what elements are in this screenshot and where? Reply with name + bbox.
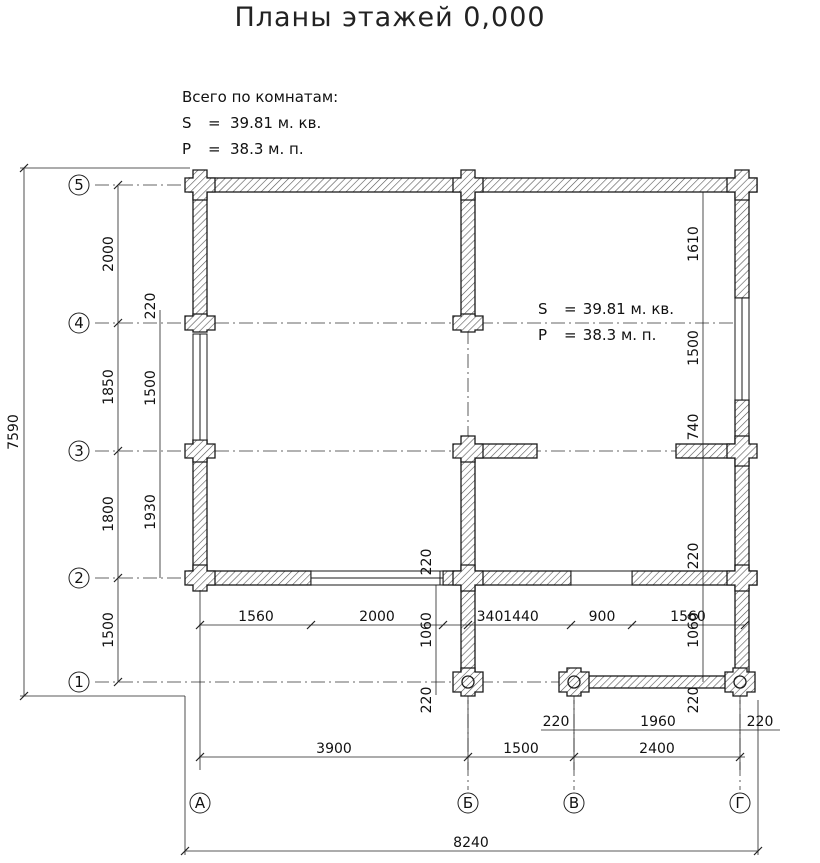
drawing-title: Планы этажей 0,000 [234,2,546,33]
axis-circle-a [189,792,211,814]
room-perimeter-value: 38.3 м. п. [582,326,657,344]
dim-right-1500: 1500 [686,330,702,366]
axis-label-row-3: 3 [74,442,84,460]
windows [192,297,750,586]
totals-area-row: S=39.81 м. кв. [182,110,338,136]
dimension-lines [20,167,780,855]
dimension-labels: 7590 2000 1850 1800 1500 220 1500 1930 1… [6,226,773,851]
dim-bottom-1560-left: 1560 [238,609,274,625]
axis-circle-3 [68,440,90,462]
dim-porch-220-right: 220 [686,687,702,714]
dim-right-1610: 1610 [686,226,702,262]
axis-circle-g [729,792,751,814]
totals-block: Всего по комнатам: S=39.81 м. кв. P=38.3… [182,84,338,162]
joint-b2 [452,564,484,592]
dim-bottom-1440: 1440 [503,609,539,625]
dim-bottom-340: 340 [477,609,504,625]
dim-right-740: 740 [686,414,702,441]
dim-axis-2400: 2400 [639,741,675,757]
dim-left-1800: 1800 [101,496,117,532]
axis-label-row-5: 5 [74,176,84,194]
joint-a3 [184,439,216,463]
totals-area-label: S [182,114,192,132]
joint-a4 [184,313,216,333]
post-circle-b1 [461,675,475,689]
joint-b3 [452,435,484,463]
room-area-value: 39.81 м. кв. [582,300,675,318]
dim-left-2000: 2000 [101,236,117,272]
post-markers [461,675,747,689]
joint-b4 [452,313,484,333]
axis-label-col-g: Г [735,794,744,812]
dim-inner-220: 220 [143,293,159,320]
dim-overall-horizontal: 8240 [453,835,489,851]
dim-left-1500: 1500 [101,612,117,648]
axis-label-row-4: 4 [74,314,84,332]
post-circle-g1 [733,675,747,689]
wall-joints [184,169,758,697]
axis-label-col-a: А [195,794,206,812]
dimension-ticks [19,163,763,856]
joint-a2 [184,564,216,592]
joint-g2 [726,564,758,592]
axis-circle-4 [68,312,90,334]
dim-porch-chain-220-left: 220 [543,714,570,730]
axis-circle-v [563,792,585,814]
joint-b5 [452,169,484,201]
porch-post-b [460,584,476,676]
wall-middle-lower [460,443,476,586]
axis-circle-1 [68,671,90,693]
axis-markers [68,174,751,814]
joint-g5 [726,169,758,201]
joint-v1 [558,667,590,697]
dim-axis-1500: 1500 [503,741,539,757]
dim-porch-220-top: 220 [419,549,435,576]
post-circle-v1 [567,675,581,689]
axis-label-col-v: В [569,794,579,812]
axis-label-row-2: 2 [74,569,84,587]
axis-circle-2 [68,567,90,589]
wall-stub-right-of-b [474,443,538,459]
dim-inner-1500: 1500 [143,370,159,406]
totals-perimeter-row: P=38.3 м. п. [182,136,338,162]
dim-porch-1060-right: 1060 [686,612,702,648]
totals-area-value: 39.81 м. кв. [230,114,322,132]
joint-g3 [726,435,758,467]
dim-bottom-900: 900 [589,609,616,625]
dim-axis-3900: 3900 [316,741,352,757]
room-perimeter-row: P= 38.3 м. п. [538,322,674,348]
joint-b1 [452,667,484,697]
dim-right-220: 220 [686,543,702,570]
axis-lines [95,184,741,790]
dim-left-1850: 1850 [101,369,117,405]
axis-labels: 5 4 3 2 1 А Б В Г [74,176,744,812]
joint-a5 [184,169,216,201]
dim-overall-vertical: 7590 [6,414,22,450]
room-perimeter-label: P [538,326,548,344]
joint-g1 [724,667,756,697]
dim-porch-1060-left: 1060 [419,612,435,648]
totals-header: Всего по комнатам: [182,88,339,106]
wall-right-lower [734,399,750,586]
axis-circle-5 [68,174,90,196]
room-area-label: S [538,300,548,318]
room-area-row: S= 39.81 м. кв. [538,296,674,322]
room-area-block: S= 39.81 м. кв. P= 38.3 м. п. [538,296,674,348]
dim-porch-chain-220-right: 220 [747,714,774,730]
door-bottom-right [570,570,633,586]
porch-beam [587,675,729,689]
axis-label-col-b: Б [463,794,473,812]
axis-circle-b [457,792,479,814]
dim-porch-220-bottom: 220 [419,687,435,714]
totals-perimeter-value: 38.3 м. п. [230,140,304,158]
totals-perimeter-label: P [182,140,192,158]
dim-inner-1930: 1930 [143,494,159,530]
dim-bottom-2000: 2000 [359,609,395,625]
porch-post-g [734,584,750,676]
axis-label-row-1: 1 [74,673,84,691]
dim-bottom-1560-right: 1560 [670,609,706,625]
dim-porch-chain-1960: 1960 [640,714,676,730]
